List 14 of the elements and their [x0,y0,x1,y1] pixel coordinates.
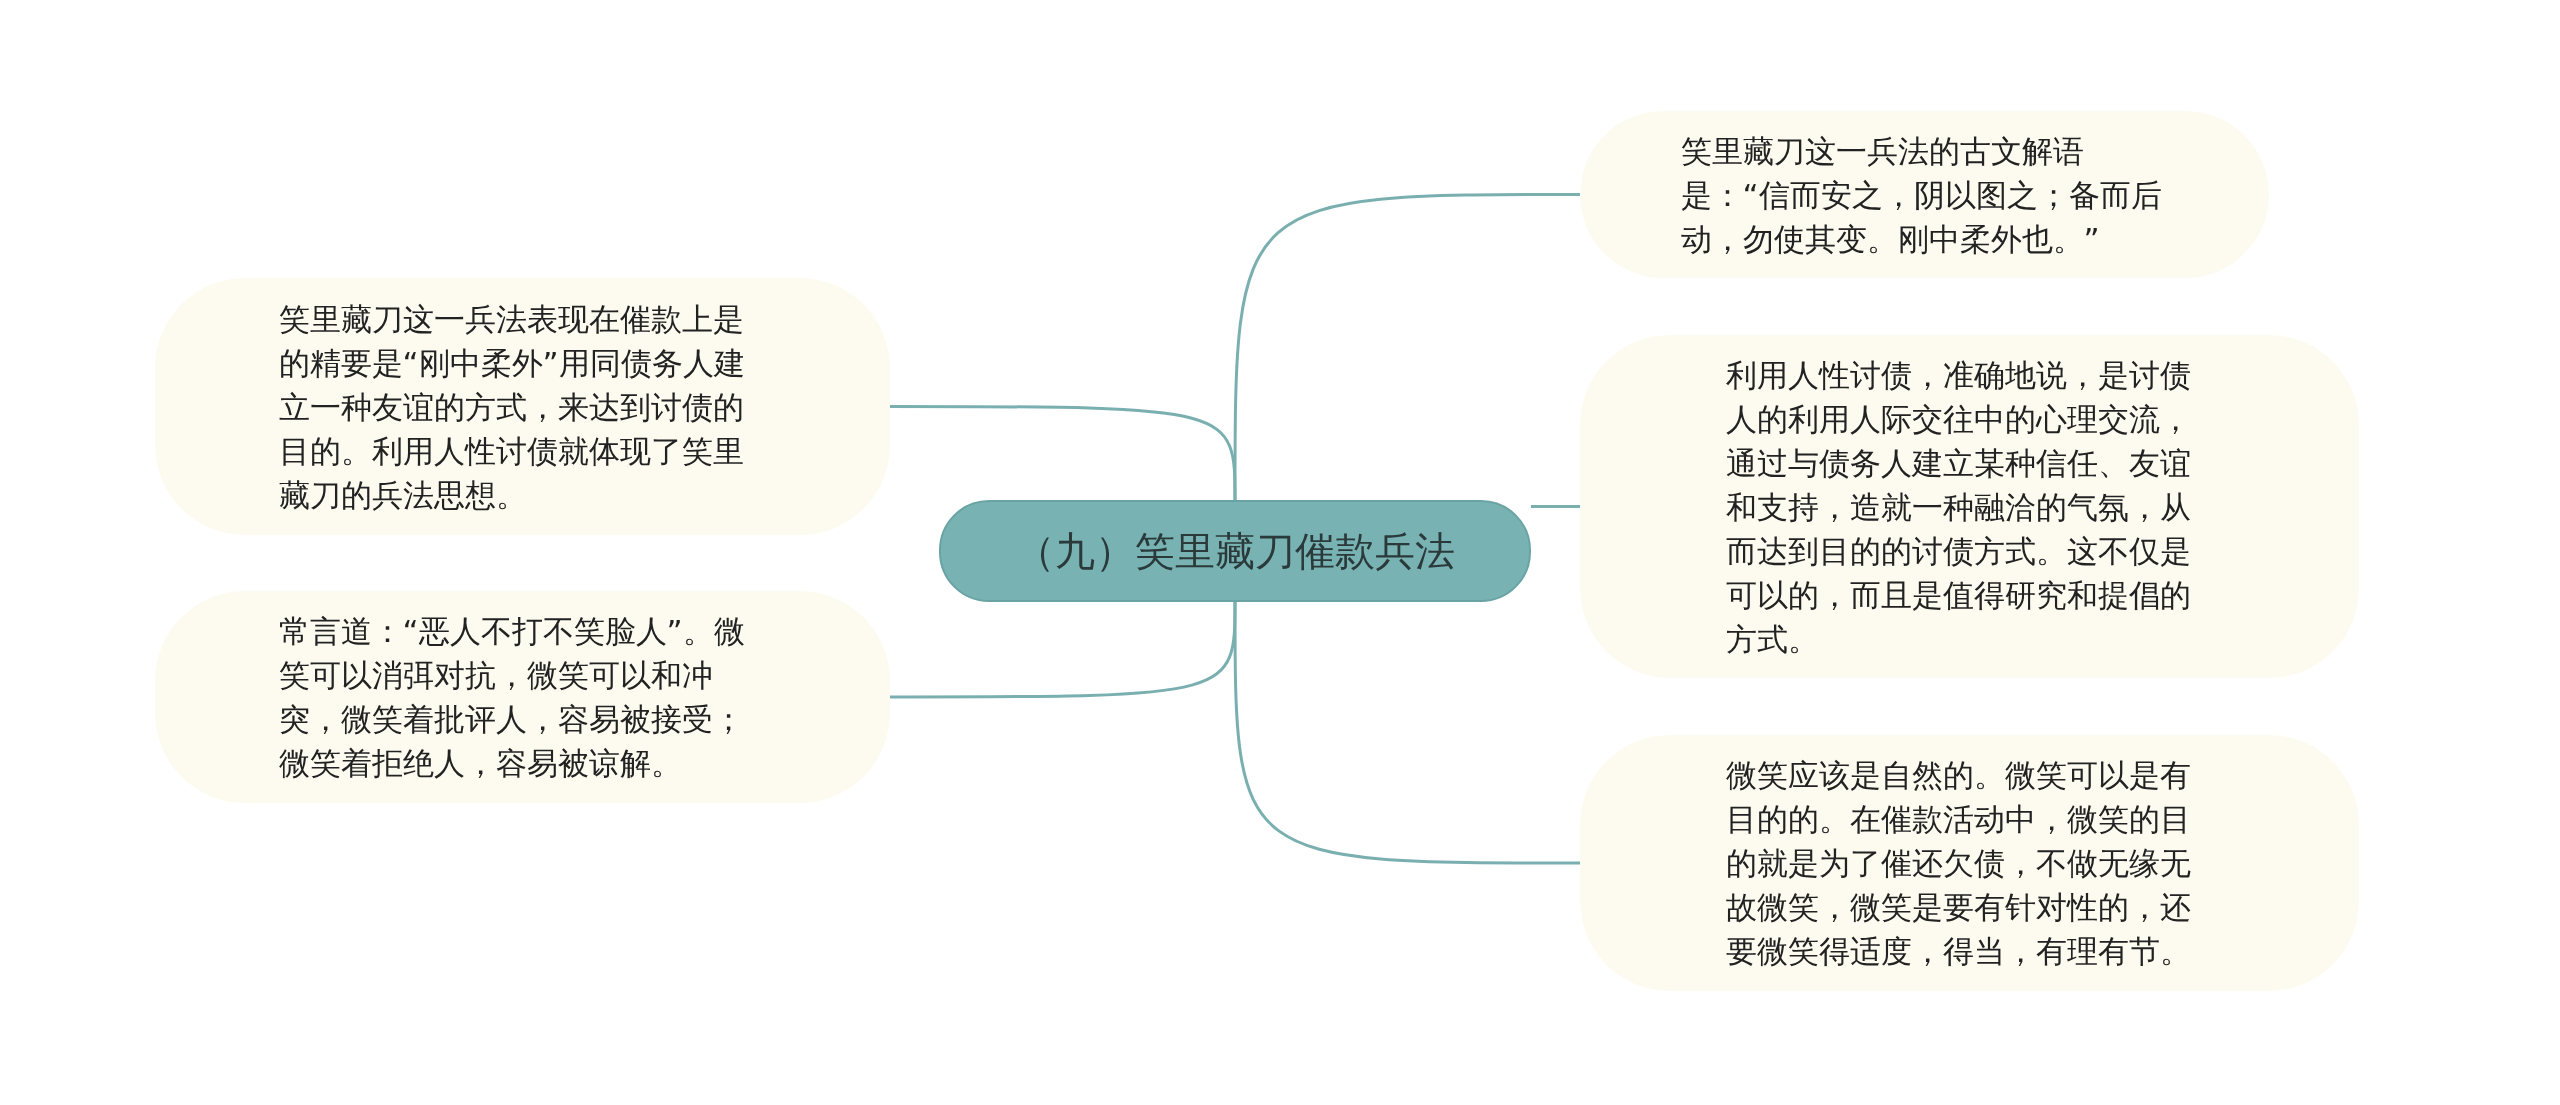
topic-bubble [155,278,890,535]
connector-line [890,405,1237,500]
topic-title: （九）笑里藏刀催款兵法 [1015,527,1455,575]
topic-bubble [1580,335,2359,678]
connector-line [890,602,1237,699]
topic-text: 笑里藏刀这一兵法表现在催款上是的精要是“刚中柔外”用同债务人建立一种友谊的方式，来达到讨债的目的。利用人性讨债就体现了笑里藏刀的兵法思想。 [278,299,746,515]
topic-text: 笑里藏刀这一兵法的古文解语是：“信而安之，阴以图之；备而后动，勿使其变。刚中柔外也。” [1680,131,2163,259]
topic-bubble [1580,735,2359,991]
connector-line [1531,505,1580,508]
connector-line [1233,193,1580,500]
topic-text: 利用人性讨债，准确地说，是讨债人的利用人际交往中的心理交流，通过与债务人建立某种信任、友谊和支持，造就一种融洽的气氛，从而达到目的的讨债方式。这不仅是可以的，而且是值得研究和提倡的方式。 [1725,355,2192,659]
connector-line [1233,602,1580,865]
topic-text: 微笑应该是自然的。微笑可以是有目的的。在催款活动中，微笑的目的就是为了催还欠债，不做无缘无故微笑，微笑是要有针对性的，还要微笑得适度，得当，有理有节。 [1725,756,2192,971]
topic-text: 常言道：“恶人不打不笑脸人”。微笑可以消弭对抗，微笑可以和冲突，微笑着批评人，容易被接受；微笑着拒绝人，容易被谅解。 [278,612,746,783]
